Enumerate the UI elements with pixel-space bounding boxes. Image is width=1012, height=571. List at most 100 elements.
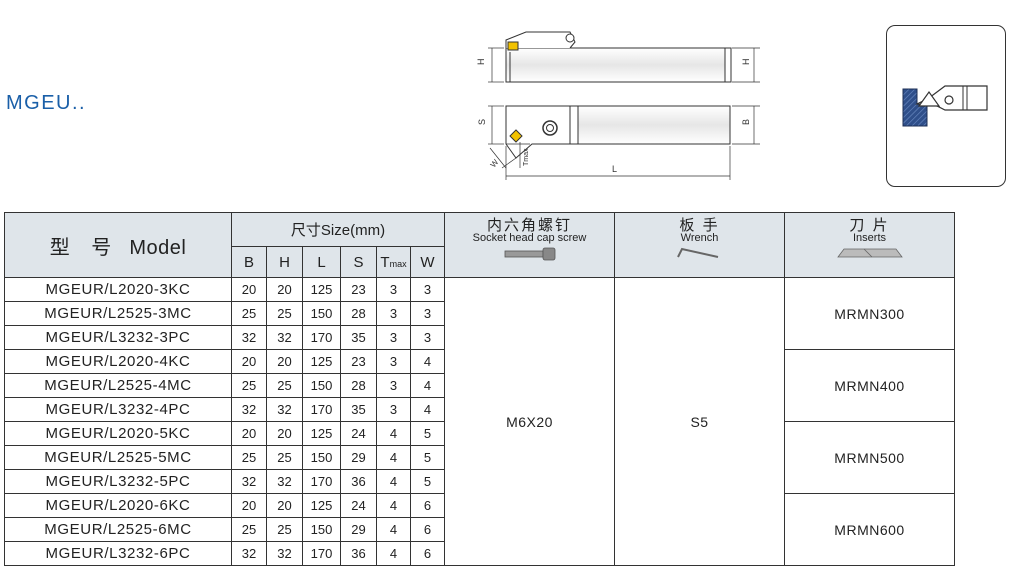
size-cell-t: 4 [376,421,411,446]
col-header-w: W [410,246,445,278]
size-group-header: 尺寸Size(mm) [231,212,445,247]
size-cell-s: 24 [340,421,377,446]
size-cell-l: 125 [302,493,341,518]
insert-cell: MRMN400 [784,349,955,422]
size-cell-s: 23 [340,277,377,302]
size-cell-b: 25 [231,517,267,542]
size-cell-b: 25 [231,373,267,398]
size-cell-w: 3 [410,301,445,326]
insert-cell: MRMN300 [784,277,955,350]
size-cell-h: 20 [266,349,303,374]
s-dim-label: S [477,119,487,125]
size-cell-h: 32 [266,325,303,350]
size-cell-s: 36 [340,541,377,566]
wrench-column-header: 板 手 Wrench [614,212,785,278]
size-cell-t: 4 [376,445,411,470]
size-cell-s: 35 [340,325,377,350]
model-cell: MGEUR/L3232-6PC [4,541,232,566]
insert-header-en: Inserts [852,232,886,244]
h-dim-label: H [476,59,486,66]
size-cell-b: 20 [231,349,267,374]
model-cell: MGEUR/L3232-4PC [4,397,232,422]
size-cell-t: 3 [376,301,411,326]
screw-header-cn: 内六角螺钉 [486,217,572,234]
size-cell-s: 36 [340,469,377,494]
model-cell: MGEUR/L2020-3KC [4,277,232,302]
model-cell: MGEUR/L2525-4MC [4,373,232,398]
size-cell-w: 3 [410,277,445,302]
size-cell-w: 6 [410,517,445,542]
col-header-h: H [266,246,303,278]
size-cell-b: 25 [231,301,267,326]
l-dim-label: L [612,164,617,174]
size-cell-h: 32 [266,541,303,566]
model-cell: MGEUR/L3232-5PC [4,469,232,494]
size-cell-s: 29 [340,517,377,542]
model-header-cn: 型 号 [49,236,120,259]
wrench-cell: S5 [614,277,785,566]
h-side-dim-label: H [741,59,751,66]
size-cell-w: 4 [410,397,445,422]
size-cell-l: 150 [302,301,341,326]
model-column-header: 型 号 Model [4,212,232,278]
top-view [488,105,760,180]
size-cell-b: 25 [231,445,267,470]
screw-icon [504,247,555,261]
tmax-sub: max [389,258,407,269]
screw-cell: M6X20 [444,277,615,566]
size-cell-l: 150 [302,373,341,398]
side-view [488,31,760,83]
size-cell-t: 4 [376,469,411,494]
model-header-en: Model [129,236,187,259]
tmax-main: T [380,253,390,271]
spec-table: 型 号 Model 尺寸Size(mm) 内六角螺钉 Socket head c… [4,212,955,566]
size-cell-t: 3 [376,325,411,350]
model-cell: MGEUR/L2525-3MC [4,301,232,326]
screw-header-en: Socket head cap screw [472,232,587,244]
tool-holder-drawing: H H S B L W Tmax [476,31,760,180]
model-cell: MGEUR/L2525-6MC [4,517,232,542]
insert-cell: MRMN600 [784,493,955,566]
size-cell-h: 20 [266,277,303,302]
grooving-operation-icon [902,85,988,127]
w-dim-label: W [489,157,501,169]
size-cell-h: 32 [266,397,303,422]
size-cell-t: 4 [376,541,411,566]
size-cell-b: 20 [231,421,267,446]
insert-header-cn: 刀 片 [849,217,890,234]
b-dim-label: B [741,119,751,125]
tmax-dim-label: Tmax [523,148,530,166]
size-cell-t: 3 [376,349,411,374]
size-cell-s: 29 [340,445,377,470]
size-cell-w: 5 [410,469,445,494]
size-cell-b: 32 [231,397,267,422]
size-cell-b: 20 [231,277,267,302]
size-cell-l: 150 [302,445,341,470]
size-cell-w: 6 [410,541,445,566]
col-header-l: L [302,246,341,278]
size-cell-h: 25 [266,445,303,470]
size-cell-h: 20 [266,493,303,518]
size-cell-h: 25 [266,517,303,542]
wrench-icon [676,247,718,258]
size-cell-w: 6 [410,493,445,518]
application-diagram [886,25,1006,187]
size-cell-l: 125 [302,349,341,374]
size-cell-t: 3 [376,277,411,302]
size-cell-s: 28 [340,301,377,326]
size-cell-h: 25 [266,301,303,326]
size-cell-h: 25 [266,373,303,398]
size-cell-l: 150 [302,517,341,542]
size-cell-s: 28 [340,373,377,398]
size-cell-l: 125 [302,421,341,446]
size-cell-s: 23 [340,349,377,374]
size-cell-b: 20 [231,493,267,518]
size-cell-s: 35 [340,397,377,422]
size-cell-l: 170 [302,325,341,350]
size-cell-w: 3 [410,325,445,350]
wrench-header-en: Wrench [680,232,719,244]
